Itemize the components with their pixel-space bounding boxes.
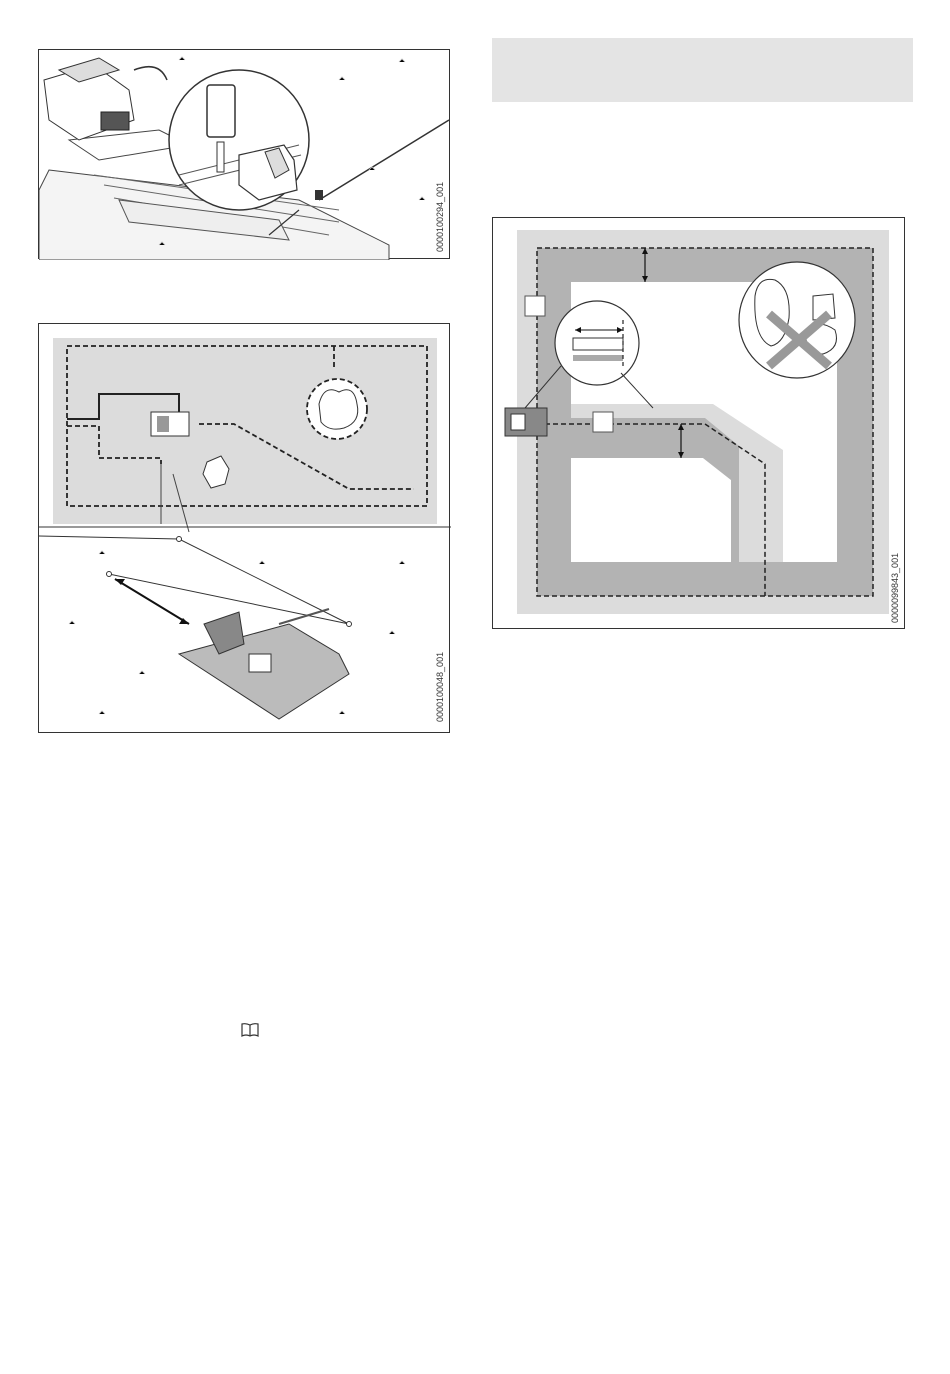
- figure-charging-station-pegs: 0000100294_001: [38, 49, 450, 259]
- book-icon: [240, 1022, 260, 1038]
- illustration-garden-boundary-plan: [39, 324, 451, 734]
- section-header-bar: [492, 38, 913, 102]
- figure-garden-layout: 0000100048_001: [38, 323, 450, 733]
- figure-code: 0000100294_001: [435, 182, 445, 252]
- illustration-charging-station-hammer: [39, 50, 451, 260]
- figure-code: 0000099843_001: [890, 553, 900, 623]
- figure-code: 0000100048_001: [435, 652, 445, 722]
- illustration-lawn-zone-plan: [493, 218, 906, 630]
- figure-lawn-zones: 0000099843_001: [492, 217, 905, 629]
